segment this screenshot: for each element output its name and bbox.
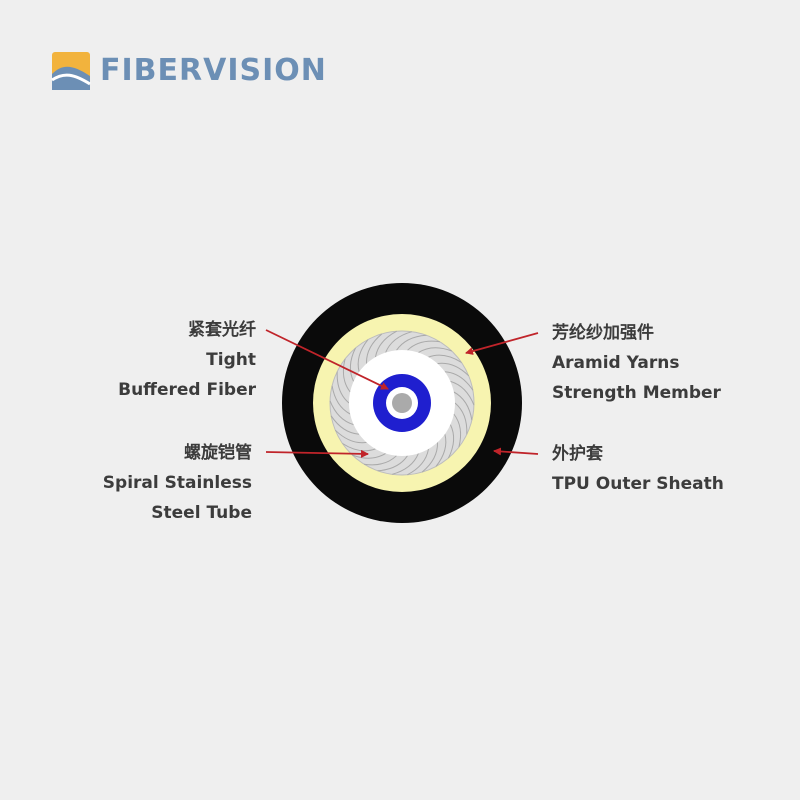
label-outer-sheath-en-1: TPU Outer Sheath: [552, 474, 724, 494]
spiral-strand: [365, 333, 383, 364]
brand-name: FIBERVISION: [100, 53, 327, 88]
label-aramid-yarns-en-1: Aramid Yarns: [552, 353, 680, 373]
spiral-strand: [334, 429, 367, 444]
label-tight-buffered-fiber-en-2: Buffered Fiber: [118, 380, 256, 400]
brand-logo: FIBERVISION: [50, 50, 360, 92]
arrow-outer-sheath: [493, 447, 539, 456]
spiral-strand: [421, 442, 439, 473]
spiral-strand: [375, 330, 397, 358]
fiber-core: [392, 393, 412, 413]
spiral-strand: [448, 424, 455, 459]
spiral-strand: [352, 452, 386, 459]
spiral-strand: [418, 347, 452, 354]
arrow-tight-buffered-fiber: [265, 329, 389, 390]
spiral-strand: [392, 453, 419, 475]
spiral-strand: [453, 413, 462, 448]
label-aramid-yarns-cn: 芳纶纱加强件: [552, 323, 654, 343]
label-spiral-steel-tube: 螺旋铠管 Spiral Stainless Steel Tube: [103, 438, 252, 528]
spiral-strand: [331, 385, 351, 415]
arrow-aramid-yarns: [465, 332, 539, 355]
label-aramid-yarns: 芳纶纱加强件 Aramid Yarns Strength Member: [552, 318, 721, 408]
label-spiral-steel-tube-en-2: Steel Tube: [151, 503, 252, 523]
spiral-strand: [364, 455, 397, 466]
spiral-strand: [450, 380, 475, 406]
spiral-strand: [329, 400, 354, 426]
spiral-strand: [385, 331, 412, 353]
logo-mark-stripe: [51, 73, 91, 86]
spiral-strand: [396, 334, 427, 351]
spiral-strand: [342, 443, 376, 452]
spiral-strand: [453, 391, 473, 421]
logo-mark-icon: [51, 52, 91, 90]
spiral-strand: [357, 339, 369, 372]
spiral-strand: [377, 455, 408, 472]
spiral-strand: [444, 371, 474, 391]
spiral-strand: [349, 347, 356, 382]
spiral-strand: [330, 415, 360, 435]
label-spiral-steel-tube-cn: 螺旋铠管: [184, 443, 252, 463]
label-outer-sheath: 外护套 TPU Outer Sheath: [552, 439, 724, 499]
spiral-strand: [342, 358, 351, 393]
spiral-tube-pattern: [329, 330, 475, 476]
spiral-strand: [407, 340, 440, 351]
spiral-strand: [435, 434, 447, 467]
spiral-strand: [454, 402, 468, 435]
label-outer-sheath-cn: 外护套: [552, 444, 603, 464]
spiral-strand: [437, 362, 470, 377]
logo-mark-wave: [52, 66, 90, 90]
label-spiral-steel-tube-en-1: Spiral Stainless: [102, 473, 252, 493]
spiral-strand: [407, 448, 429, 476]
label-tight-buffered-fiber-cn: 紧套光纤: [188, 320, 256, 340]
label-aramid-yarns-en-2: Strength Member: [552, 383, 721, 403]
label-tight-buffered-fiber-en-1: Tight: [206, 350, 256, 370]
arrow-spiral-steel-tube: [265, 449, 369, 458]
spiral-strand: [428, 354, 462, 363]
spiral-strand: [336, 371, 350, 404]
label-tight-buffered-fiber: 紧套光纤 Tight Buffered Fiber: [118, 315, 256, 405]
